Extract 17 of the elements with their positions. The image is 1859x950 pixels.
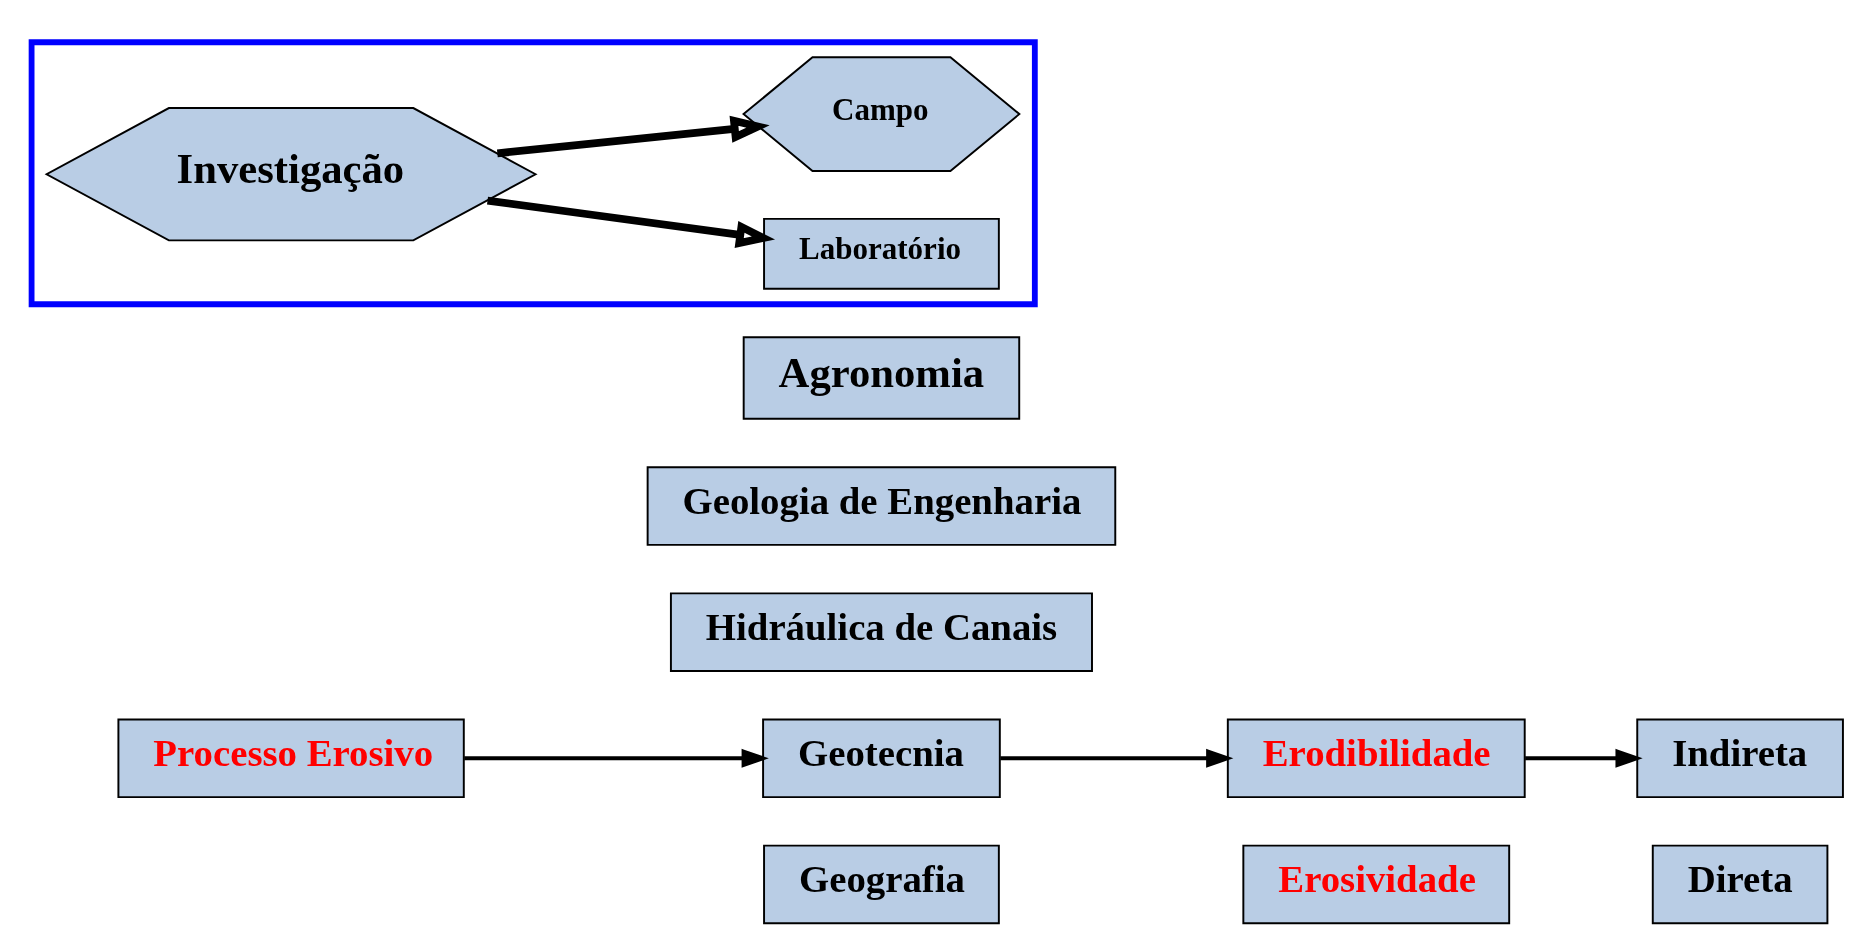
arrow	[486, 196, 776, 248]
node-box: Geologia de Engenharia	[646, 466, 1117, 546]
node-box: Erosividade	[1242, 844, 1511, 925]
node-box: Geografia	[763, 844, 1000, 925]
arrow	[1000, 748, 1234, 768]
arrow	[496, 115, 770, 158]
arrow	[1525, 748, 1643, 768]
node-box: Agronomia	[742, 336, 1021, 420]
node-box: Laboratório	[763, 217, 1000, 290]
node-box: Hidráulica de Canais	[669, 592, 1093, 672]
cluster	[28, 39, 1038, 308]
node-box: Erodibilidade	[1226, 718, 1526, 799]
arrow	[464, 748, 769, 768]
node-box: Geotecnia	[762, 718, 1001, 799]
node-box: Direta	[1651, 844, 1829, 925]
node-box: Processo Erosivo	[117, 718, 465, 799]
node-box: Indireta	[1636, 718, 1844, 799]
